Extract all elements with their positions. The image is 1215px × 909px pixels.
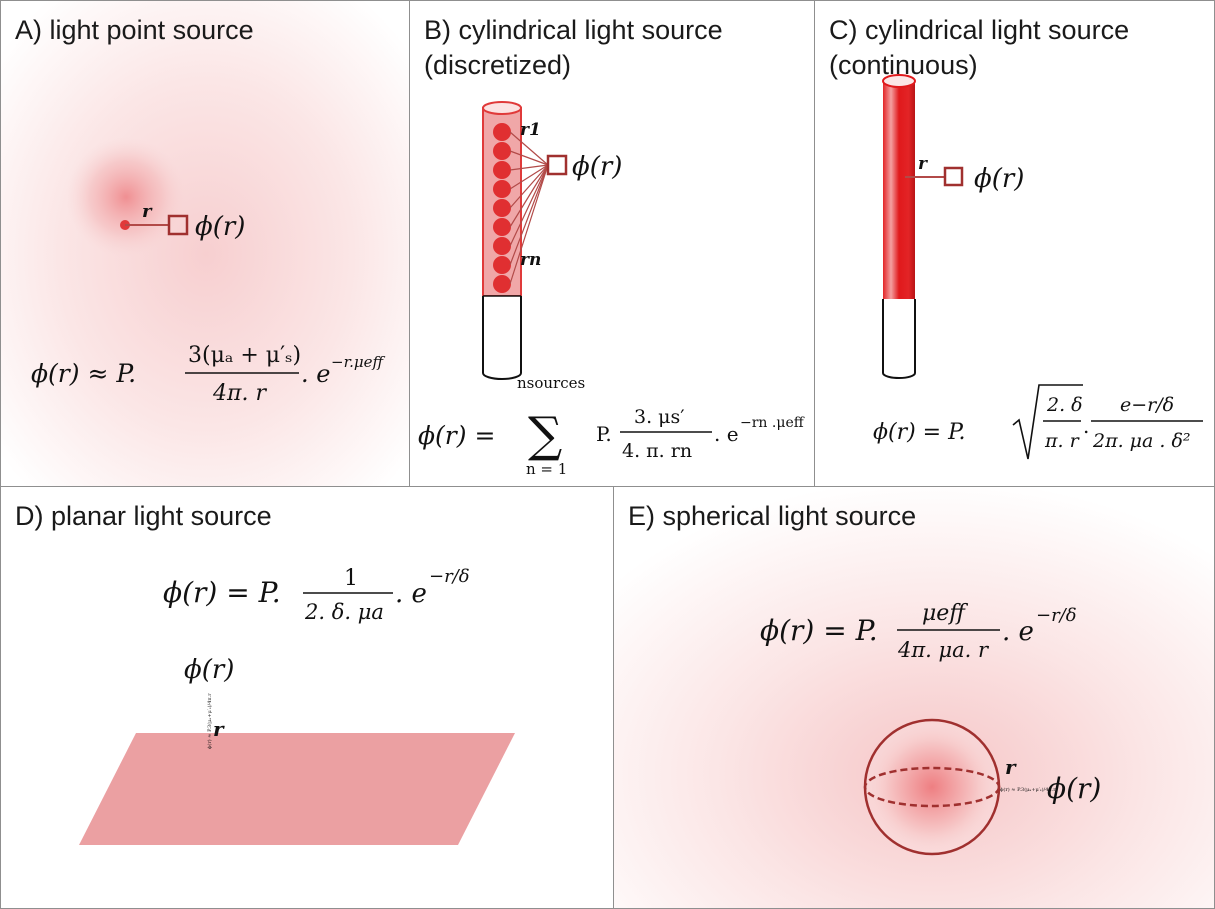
detector-square [167, 214, 189, 236]
r-label: r [918, 154, 928, 174]
sqrt-numerator: 2. δ [1046, 394, 1083, 416]
formula-e-exp: . e [1002, 617, 1034, 647]
mini-formula-glyph: ϕ(r) ≈ P.3(μₐ+μ′ₛ)/4π.r [206, 693, 213, 749]
ray-line [509, 131, 549, 166]
panel-b-drawing: r1 rn ϕ(r) ϕ(r) = nsources ∑ n = 1 P. 3.… [418, 101, 805, 478]
formula-a-denominator: 4π. r [212, 381, 267, 406]
formula-a-exponent: −r.μeff [331, 353, 385, 371]
discrete-source [493, 237, 511, 255]
cylinder-lit-body [883, 81, 915, 299]
panel-d-title: D) planar light source [15, 501, 272, 531]
formula-d-lhs: ϕ(r) = P. [163, 576, 281, 609]
panel-d-drawing: ϕ(r) = P. 1 2. δ. μa . e −r/δ ϕ(r) ϕ(r) … [79, 566, 515, 845]
sum-lower-limit: n = 1 [526, 460, 567, 478]
cylinder-top-cap [882, 74, 916, 88]
ray-line [509, 164, 549, 209]
panel-a-drawing: r ϕ(r) ϕ(r) ≈ P. 3(μₐ + μ′ₛ) 4π. r . e −… [1, 1, 409, 486]
panel-c-title: C) cylindrical light source (continuous) [829, 15, 1130, 80]
panel-b-cylindrical-discretized: r1 rn ϕ(r) ϕ(r) = nsources ∑ n = 1 P. 3.… [409, 0, 815, 487]
phi-label: ϕ(r) [195, 212, 245, 242]
formula-e-denominator: 4π. μa. r [897, 638, 990, 662]
discrete-source [493, 199, 511, 217]
ray-line [509, 164, 549, 285]
formula-b-p: P. [596, 422, 612, 446]
discrete-source [493, 275, 511, 293]
formula-b-denominator: 4. π. rn [622, 440, 692, 462]
sum-symbol: ∑ [528, 407, 562, 463]
phi-label: ϕ(r) [974, 164, 1024, 194]
formula-c-numerator: e−r/δ [1120, 394, 1174, 416]
cylinder-unlit-body [882, 299, 916, 379]
panel-c-cylindrical-continuous: r ϕ(r) ϕ(r) = P. 2. δ π. r . e−r/δ 2π. μ… [814, 0, 1215, 487]
panel-d-planar-source: ϕ(r) = P. 1 2. δ. μa . e −r/δ ϕ(r) ϕ(r) … [0, 486, 614, 909]
panel-a-point-source: r ϕ(r) ϕ(r) ≈ P. 3(μₐ + μ′ₛ) 4π. r . e −… [0, 0, 410, 487]
panel-b-title: B) cylindrical light source (discretized… [424, 15, 723, 80]
formula-e-numerator: μeff [922, 601, 968, 626]
cylinder-unlit-body [482, 296, 522, 380]
discrete-sources [493, 123, 511, 293]
mini-formula-glyph: ϕ(r) ≈ P.3(μₐ+μ′ₛ)/4π.r [1000, 786, 1056, 793]
formula-d-exp: . e [395, 579, 427, 609]
r-label: r [142, 201, 153, 222]
rn-label: rn [520, 250, 541, 270]
sqrt-sign [1012, 384, 1083, 460]
sum-upper-limit: nsources [517, 374, 585, 392]
point-source-glow [66, 137, 186, 257]
formula-a-lhs: ϕ(r) ≈ P. [31, 359, 136, 388]
formula-e-exponent: −r/δ [1036, 605, 1077, 626]
ray-line [509, 164, 549, 190]
detector-square [943, 166, 964, 187]
discrete-source [493, 142, 511, 160]
ray-line [509, 150, 549, 166]
detector-square [546, 154, 568, 176]
formula-a-exp: . e [301, 360, 330, 388]
formula-e-lhs: ϕ(r) = P. [760, 614, 878, 647]
discrete-source [493, 123, 511, 141]
formula-d-denominator: 2. δ. μa [304, 600, 384, 624]
panel-e-title: E) spherical light source [628, 501, 917, 531]
discrete-source [493, 218, 511, 236]
formula-b-exponent: −rn .μeff [740, 415, 805, 431]
light-plane [79, 733, 515, 845]
phi-label: ϕ(r) [572, 152, 622, 182]
sphere-equator [863, 766, 1001, 808]
panel-a-glow-background [1, 1, 409, 486]
formula-d-exponent: −r/δ [429, 566, 470, 587]
dot-operator: . [1083, 414, 1089, 438]
phi-label: ϕ(r) [1047, 772, 1101, 805]
r-label: r [213, 717, 225, 741]
formula-c-lhs: ϕ(r) = P. [873, 420, 965, 445]
r1-label: r1 [520, 120, 541, 140]
discrete-source [493, 256, 511, 274]
r-label: r [1005, 755, 1017, 779]
panel-c-drawing: r ϕ(r) ϕ(r) = P. 2. δ π. r . e−r/δ 2π. μ… [873, 74, 1203, 460]
formula-a-numerator: 3(μₐ + μ′ₛ) [188, 343, 301, 368]
formula-b-numerator: 3. μs′ [634, 406, 685, 428]
panel-e-spherical-source: ϕ(r) = P. μeff 4π. μa. r . e −r/δ r ϕ(r)… [613, 486, 1215, 909]
panel-e-drawing: ϕ(r) = P. μeff 4π. μa. r . e −r/δ r ϕ(r)… [614, 487, 1214, 908]
ray-line [509, 164, 549, 228]
formula-c-denominator: 2π. μa . δ² [1092, 430, 1191, 452]
formula-d-numerator: 1 [344, 566, 358, 591]
cylinder-top-cap [482, 101, 522, 115]
panel-a-title: A) light point source [15, 15, 254, 45]
sqrt-denominator: π. r [1044, 430, 1081, 452]
ray-lines [509, 131, 549, 285]
ray-line [509, 164, 549, 171]
formula-b-exp: . e [714, 422, 739, 446]
ray-line [509, 164, 549, 247]
phi-label: ϕ(r) [184, 655, 234, 685]
formula-b-lhs: ϕ(r) = [418, 421, 495, 450]
discrete-source [493, 180, 511, 198]
discrete-source [493, 161, 511, 179]
light-sphere [863, 718, 1001, 856]
ray-line [509, 164, 549, 266]
